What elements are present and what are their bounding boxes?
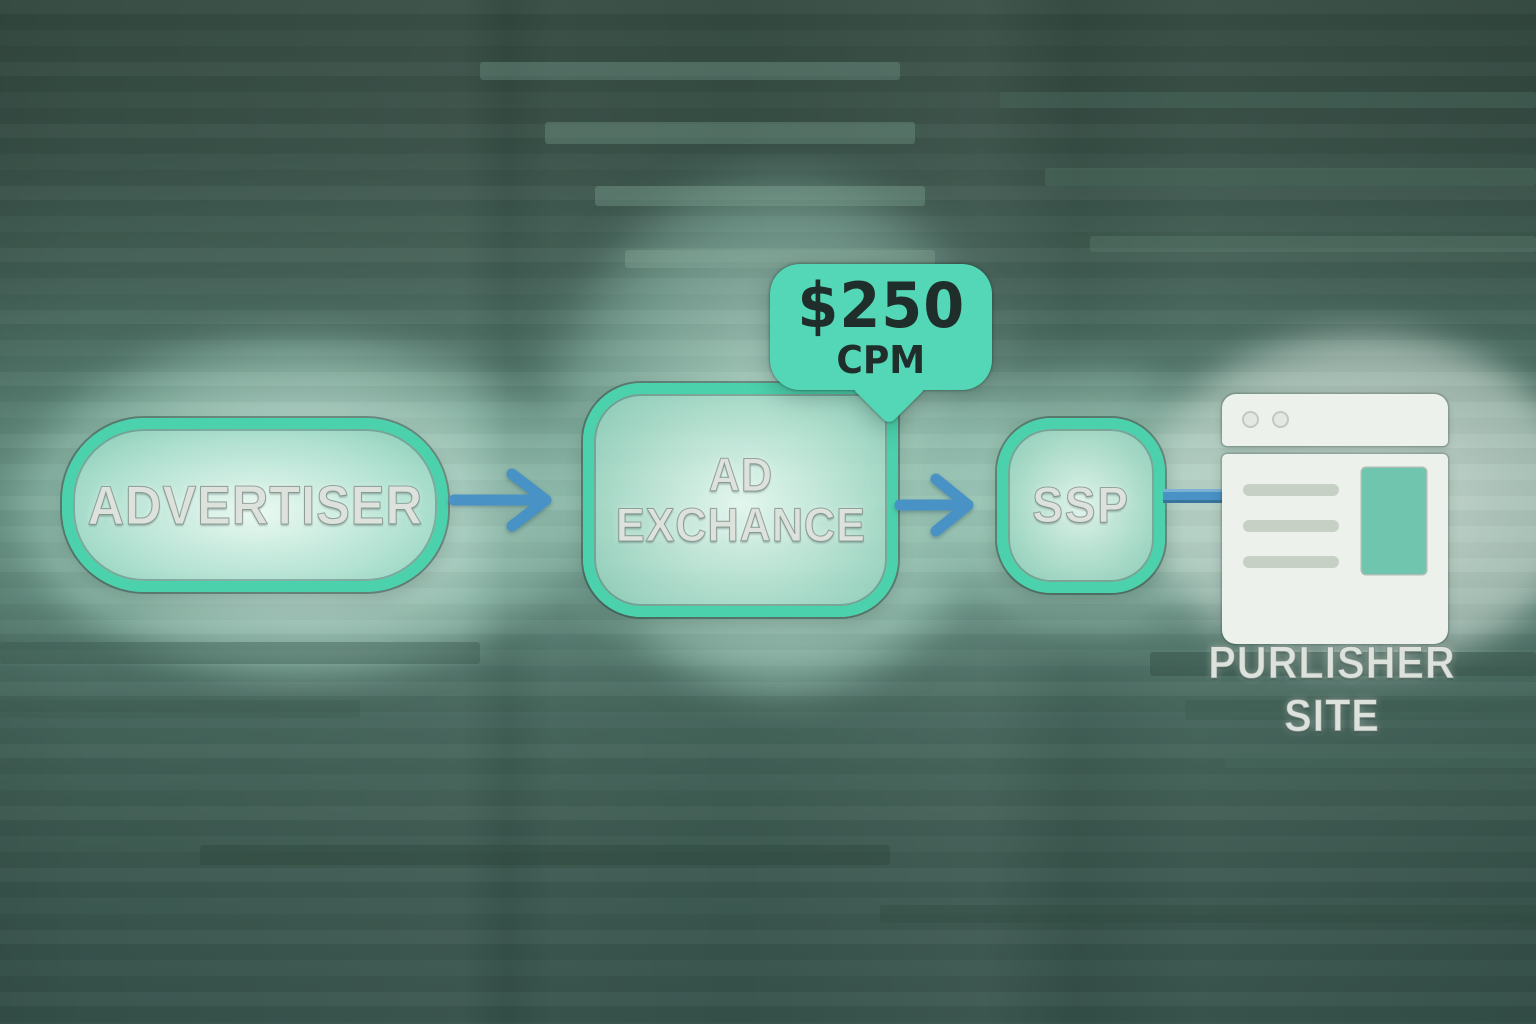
advertiser-label: ADVERTISER bbox=[87, 473, 423, 536]
bid-unit: CPM bbox=[836, 338, 926, 382]
connector-ssp-to-publisher bbox=[1163, 489, 1227, 503]
publisher-site-label: PURLISHER SITE bbox=[1162, 636, 1502, 742]
ad-exchange-label-line2: EXCHANCE bbox=[615, 498, 866, 551]
background-streak bbox=[0, 642, 480, 664]
background-streak bbox=[880, 905, 1536, 923]
publisher-label-line1: PURLISHER bbox=[1208, 636, 1456, 688]
ssp-label: SSP bbox=[1032, 477, 1130, 533]
background-streak bbox=[200, 845, 890, 865]
background-streak bbox=[545, 122, 915, 144]
text-line-icon bbox=[1243, 484, 1339, 496]
browser-titlebar bbox=[1222, 394, 1448, 446]
background-streak bbox=[1045, 168, 1536, 186]
background-streak bbox=[595, 186, 925, 206]
browser-window-icon bbox=[1222, 394, 1448, 646]
ad-exchange-label: AD EXCHANCE bbox=[615, 448, 866, 551]
browser-content bbox=[1222, 454, 1448, 644]
text-line-icon bbox=[1243, 520, 1339, 532]
ssp-node: SSP bbox=[997, 418, 1165, 593]
window-dot-icon bbox=[1272, 411, 1289, 428]
background-streak bbox=[1225, 752, 1536, 768]
background-streak bbox=[480, 62, 900, 80]
background-streak bbox=[0, 700, 360, 718]
arrow-right-icon bbox=[448, 468, 552, 532]
ad-exchange-label-line1: AD bbox=[708, 448, 773, 502]
text-line-icon bbox=[1243, 556, 1339, 568]
background-streak bbox=[1000, 92, 1536, 108]
publisher-label-line2: SITE bbox=[1284, 690, 1380, 742]
arrow-right-icon bbox=[894, 473, 974, 537]
bid-price: $250 CPM bbox=[770, 264, 992, 390]
advertiser-node: ADVERTISER bbox=[62, 418, 448, 592]
ad-slot-icon bbox=[1362, 468, 1426, 574]
ad-exchange-node: AD EXCHANCE bbox=[583, 383, 898, 617]
background-streak bbox=[1090, 236, 1536, 252]
bid-amount: $250 bbox=[797, 269, 965, 342]
window-dot-icon bbox=[1242, 411, 1259, 428]
speech-bubble-icon: $250 CPM bbox=[770, 264, 992, 426]
